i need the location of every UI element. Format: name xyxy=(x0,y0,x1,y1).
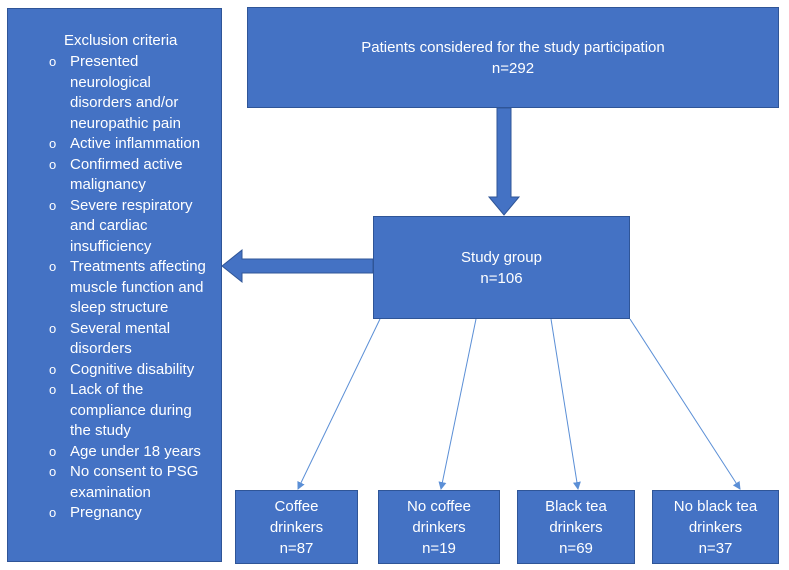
bullet-icon: o xyxy=(49,259,57,274)
group-label-line2: drinkers xyxy=(412,518,466,536)
bullet-icon: o xyxy=(49,320,57,336)
bullet-icon: o xyxy=(49,464,57,479)
group-count: n=19 xyxy=(422,539,456,557)
patients-considered-label: Patients considered for the study partic… xyxy=(361,38,665,56)
group-label-line1: Coffee xyxy=(274,497,319,515)
bullet-icon: o xyxy=(49,505,57,520)
no-coffee-drinkers-box: No coffee drinkers n=19 xyxy=(378,490,500,564)
coffee-drinkers-box: Coffee drinkers n=87 xyxy=(235,490,358,564)
group-label-line2: drinkers xyxy=(549,518,603,536)
bullet-icon: o xyxy=(49,382,57,397)
arrow-to-coffee xyxy=(297,318,381,490)
group-count: n=37 xyxy=(698,539,733,557)
no-black-tea-drinkers-box: No black tea drinkers n=37 xyxy=(652,490,779,564)
bullet-icon: o xyxy=(49,361,57,377)
arrow-to-no-black-tea xyxy=(629,318,741,490)
group-label-line2: drinkers xyxy=(269,518,324,536)
bullet-icon: o xyxy=(49,54,57,69)
exclusion-title: Exclusion criteria xyxy=(64,32,178,49)
group-count: n=87 xyxy=(279,539,314,557)
study-group-box: Study group n=106 xyxy=(373,216,630,319)
patients-considered-box: Patients considered for the study partic… xyxy=(247,7,779,108)
study-group-label: Study group xyxy=(461,248,542,266)
group-label-line1: Black tea xyxy=(545,497,607,515)
group-label-line2: drinkers xyxy=(688,518,743,536)
bullet-icon: o xyxy=(49,156,57,172)
group-label-line1: No black tea xyxy=(673,497,758,515)
bullet-icon: o xyxy=(49,443,57,459)
group-label-line1: No coffee xyxy=(407,497,471,515)
group-count: n=69 xyxy=(559,539,593,557)
left-arrow xyxy=(221,248,374,284)
down-arrow xyxy=(487,107,521,216)
arrow-to-black-tea xyxy=(550,318,581,490)
bullet-icon: o xyxy=(49,197,57,213)
bullet-icon: o xyxy=(49,136,57,151)
black-tea-drinkers-box: Black tea drinkers n=69 xyxy=(517,490,635,564)
patients-considered-count: n=292 xyxy=(491,59,535,77)
study-group-count: n=106 xyxy=(480,269,523,287)
arrow-to-no-coffee xyxy=(438,318,477,490)
